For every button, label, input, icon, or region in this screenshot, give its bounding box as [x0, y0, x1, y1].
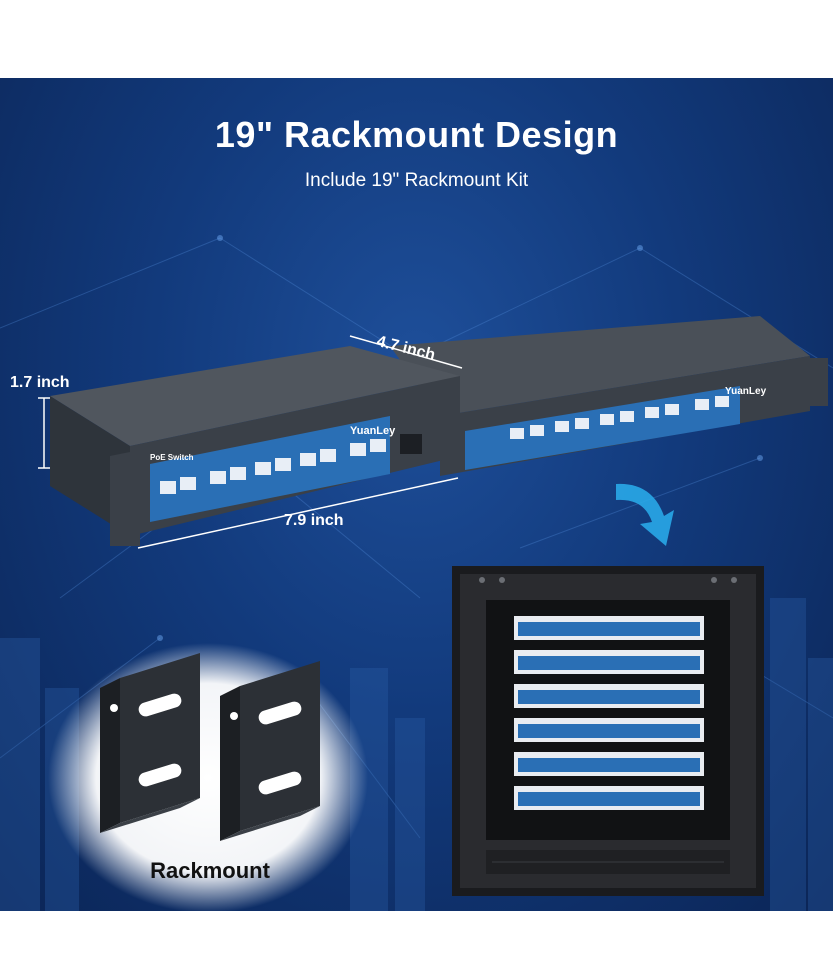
rackmount-brackets — [100, 653, 320, 841]
width-dimension: 7.9 inch — [284, 512, 344, 529]
switch-front-brand: YuanLey — [350, 425, 396, 437]
switch-rear: YuanLey — [390, 316, 828, 476]
rackmount-label: Rackmount — [150, 858, 270, 883]
page-title: 19" Rackmount Design — [214, 114, 619, 155]
server-cabinet — [452, 566, 764, 896]
product-banner: 19" Rackmount Design Include 19" Rackmou… — [0, 78, 833, 911]
arrow-icon — [616, 483, 674, 546]
height-dimension: 1.7 inch — [10, 374, 70, 391]
dimension-lines — [38, 335, 463, 549]
switch-front-model: PoE Switch — [150, 453, 194, 462]
page-subtitle: Include 19" Rackmount Kit — [304, 170, 529, 191]
switch-rear-brand: YuanLey — [725, 386, 767, 397]
switch-front: YuanLey PoE Switch — [50, 346, 460, 546]
